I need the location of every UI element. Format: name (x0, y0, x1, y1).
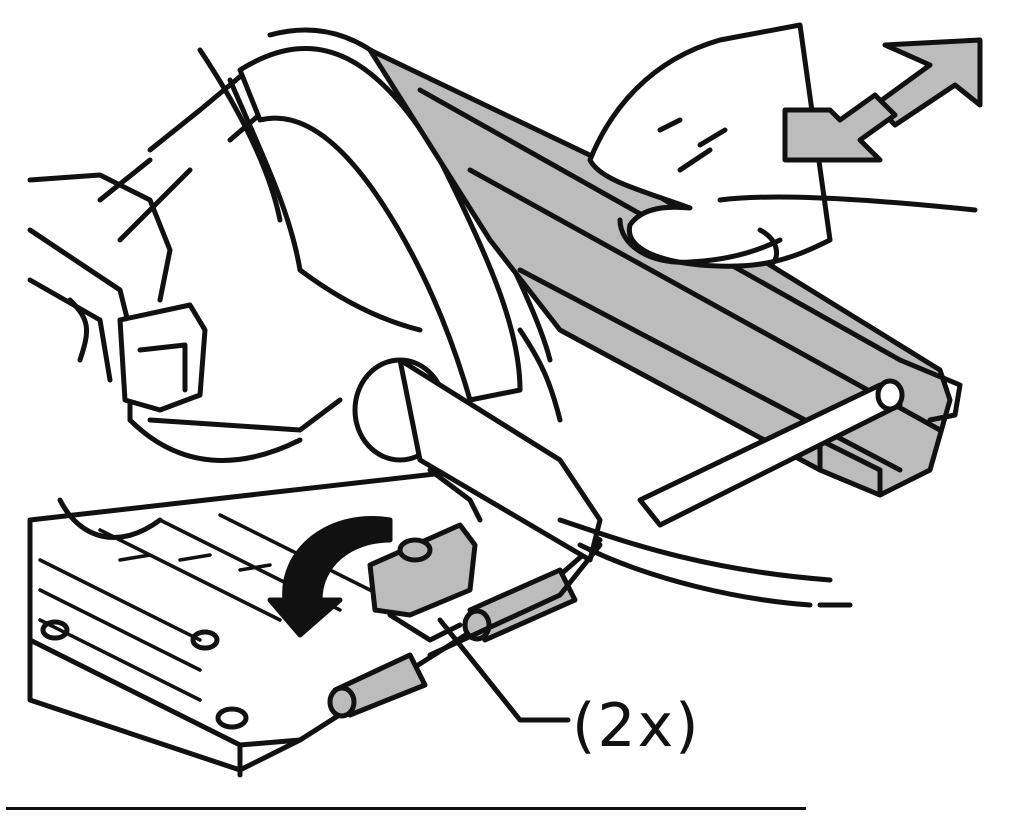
bottom-divider (6, 807, 806, 810)
clamp-rods (327, 542, 603, 719)
rotate-arrow-icon (267, 516, 393, 638)
blade-guard (197, 27, 563, 423)
quantity-callout: (2x) (572, 691, 701, 761)
double-arrow-icon (782, 37, 983, 163)
spindle (352, 357, 603, 563)
motor-housing (27, 57, 343, 540)
clamp-knob (367, 522, 478, 643)
callout-leader (437, 617, 571, 723)
guide-rod (557, 378, 905, 608)
hand (587, 22, 978, 269)
